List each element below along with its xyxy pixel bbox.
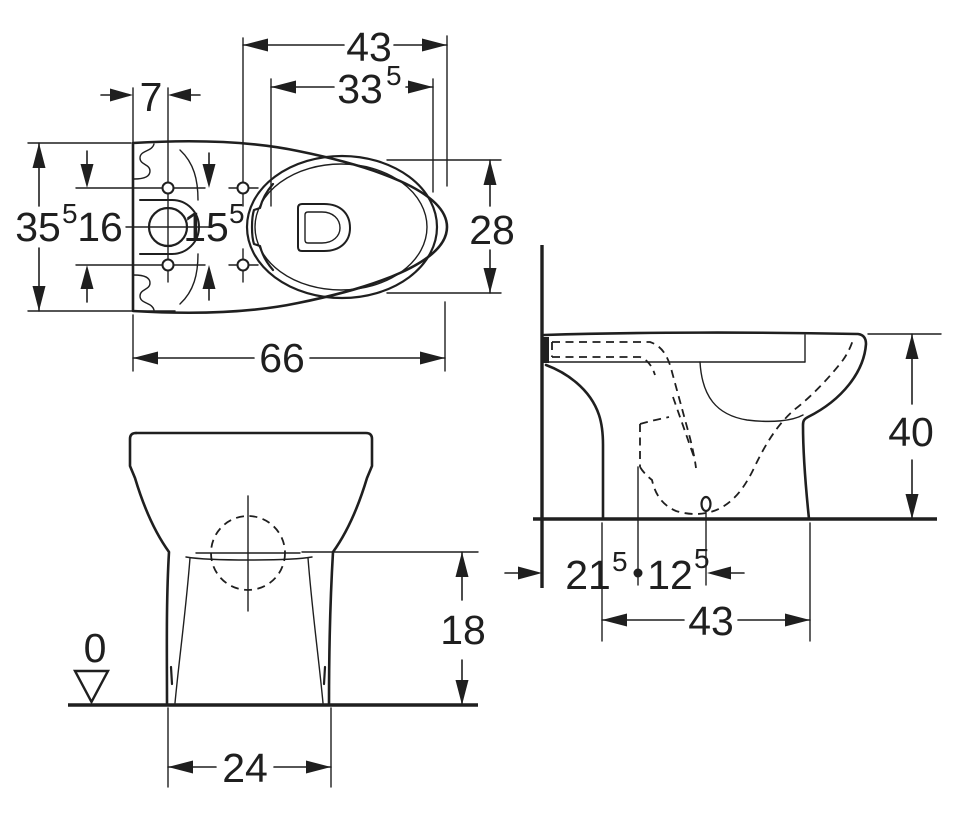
arrow-right-icon bbox=[785, 613, 810, 627]
drain-hole-mark bbox=[700, 495, 712, 513]
side-outline-front bbox=[542, 331, 868, 521]
flush-distributor-crescent bbox=[250, 182, 275, 272]
shoulder-line-bottom bbox=[179, 253, 199, 305]
front-outline-left bbox=[128, 431, 171, 705]
dim-label-sup: 5 bbox=[386, 60, 402, 91]
arrow-down-icon bbox=[455, 680, 469, 705]
arrow-up-icon bbox=[455, 552, 469, 577]
dimension-top-15-5: 15 5 bbox=[183, 152, 245, 301]
dimension-top-43: 43 bbox=[242, 24, 448, 187]
pedestal-inner-left bbox=[174, 557, 191, 704]
arrow-down-icon bbox=[905, 494, 919, 519]
arrow-left-icon bbox=[243, 38, 268, 52]
dimension-side-40: 40 bbox=[867, 333, 942, 520]
top-view bbox=[75, 37, 449, 315]
bowl-underside-line bbox=[185, 556, 313, 561]
arrow-up-icon bbox=[483, 160, 497, 185]
back-recess-top bbox=[133, 143, 155, 180]
side-view bbox=[533, 245, 937, 588]
pedestal-inner-right bbox=[307, 557, 324, 704]
arrow-right-icon bbox=[110, 88, 133, 102]
arrow-left-icon bbox=[707, 566, 731, 580]
water-surface-inner bbox=[304, 211, 341, 244]
arrow-up-icon bbox=[32, 143, 46, 168]
shoulder-line-top bbox=[179, 149, 199, 201]
datum-label: 0 bbox=[84, 625, 107, 671]
arrow-down-icon bbox=[32, 286, 46, 311]
flush-pipe-section bbox=[542, 337, 549, 363]
side-outline-back bbox=[544, 363, 605, 521]
dim-label: 33 bbox=[337, 66, 383, 112]
bowl-rim-inner bbox=[254, 163, 428, 291]
dim-label: 24 bbox=[222, 745, 268, 791]
arrow-down-icon bbox=[483, 268, 497, 293]
dim-label: 12 bbox=[647, 552, 693, 598]
arrow-left-icon bbox=[168, 760, 193, 774]
dim-label: 66 bbox=[259, 335, 305, 381]
flush-channel-dashed-top bbox=[552, 341, 697, 469]
mounting-hole bbox=[161, 181, 175, 195]
mounting-hole bbox=[161, 258, 175, 272]
mounting-hole bbox=[236, 181, 250, 195]
mounting-hole bbox=[236, 258, 250, 272]
front-view: 0 bbox=[68, 431, 478, 707]
bowl-rim-outer bbox=[245, 154, 439, 300]
arrow-up-icon bbox=[202, 265, 216, 289]
foot-fixing-mark-left bbox=[169, 665, 174, 686]
arrow-left-icon bbox=[133, 351, 158, 365]
dimension-side-43: 43 bbox=[601, 522, 811, 644]
trap-dashed-outer bbox=[639, 339, 854, 515]
arrow-left-icon bbox=[271, 80, 296, 94]
dim-label: 18 bbox=[440, 607, 486, 653]
arrow-down-icon bbox=[80, 164, 94, 188]
arrow-right-icon bbox=[422, 38, 447, 52]
datum-triangle-icon bbox=[73, 669, 110, 705]
bowl-interior-line bbox=[699, 361, 804, 423]
dim-label-sup: 5 bbox=[62, 198, 78, 229]
dim-label: 7 bbox=[140, 74, 163, 120]
dimension-top-28: 28 bbox=[386, 159, 515, 294]
arrow-left-icon bbox=[168, 88, 191, 102]
dim-label: 35 bbox=[15, 204, 61, 250]
front-outline-right bbox=[134, 431, 374, 705]
dimension-top-16: 16 bbox=[77, 150, 123, 303]
flush-channel-dashed-bottom bbox=[552, 356, 656, 376]
arrow-up-icon bbox=[80, 265, 94, 289]
top-view-outline bbox=[131, 139, 449, 315]
dimension-side-12-5: 12 5 bbox=[647, 543, 745, 598]
trap-dashed-jog bbox=[639, 416, 670, 425]
dim-label: 28 bbox=[469, 207, 515, 253]
dim-label-sup: 5 bbox=[694, 543, 710, 574]
water-surface-outer bbox=[297, 203, 351, 252]
arrow-right-icon bbox=[420, 351, 445, 365]
dim-label: 40 bbox=[888, 409, 934, 455]
trap-dashed-steep bbox=[672, 396, 695, 458]
dim-label-sup: 5 bbox=[612, 546, 628, 577]
dim-dot bbox=[633, 568, 643, 578]
dimension-top-35-5: 35 5 bbox=[15, 142, 176, 312]
dimension-top-7: 7 bbox=[100, 74, 201, 143]
dim-label: 43 bbox=[688, 598, 734, 644]
arrow-down-icon bbox=[202, 164, 216, 188]
arrow-left-icon bbox=[602, 613, 627, 627]
dimension-front-18: 18 bbox=[301, 551, 486, 706]
foot-fixing-mark-right bbox=[322, 665, 327, 686]
dimension-side-21-5: 21 5 bbox=[504, 546, 643, 598]
arrow-right-icon bbox=[518, 566, 542, 580]
dim-label: 21 bbox=[565, 552, 611, 598]
dim-label: 16 bbox=[77, 204, 123, 250]
back-recess-bottom bbox=[133, 274, 155, 311]
dim-label: 15 bbox=[183, 204, 229, 250]
arrow-up-icon bbox=[905, 334, 919, 359]
dim-label: 43 bbox=[346, 24, 392, 70]
dim-label-sup: 5 bbox=[229, 198, 245, 229]
arrow-right-icon bbox=[306, 760, 331, 774]
dimension-top-33-5: 33 5 bbox=[270, 60, 434, 207]
dimension-front-24: 24 bbox=[167, 707, 332, 791]
dimension-top-66: 66 bbox=[132, 301, 446, 381]
arrow-right-icon bbox=[408, 80, 433, 94]
